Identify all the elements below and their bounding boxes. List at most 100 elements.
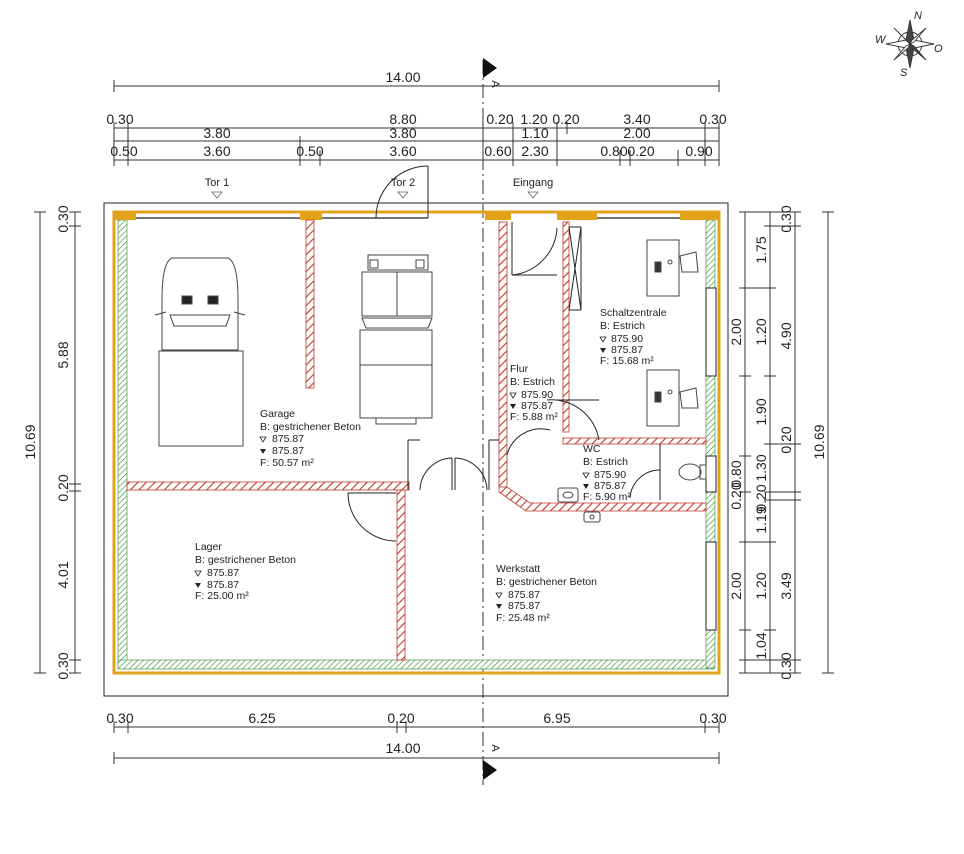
dim-top-r2-3: 2.00 [623,125,650,141]
room-area: F: 15.68 m² [600,355,654,367]
room-name: Lager [195,541,222,553]
dim-right-outer-4: 0.30 [778,652,794,679]
dim-top-r1-5: 3.40 [623,111,650,127]
dim-right-mid-6: 1.20 [753,572,769,599]
dim-top-r2-2: 1.10 [521,125,548,141]
dim-right-extra: 0.20 [728,482,744,509]
dim-right-outer-3: 3.49 [778,572,794,599]
outer-walls [103,202,729,697]
dim-bottom-2: 0.20 [387,710,414,726]
dim-left-1: 5.88 [55,341,71,368]
dim-top-r3-4: 0.60 [484,143,511,159]
dim-left-total: 10.69 [22,424,38,459]
dim-right-mid-2: 1.90 [753,398,769,425]
interior-walls [126,219,707,661]
sink-symbol [557,487,601,523]
room-floor: B: Estrich [510,376,555,388]
compass-south: S [900,67,908,79]
compass-west: W [875,34,887,46]
room-area: F: 5.90 m² [583,491,631,503]
dim-bottom-0: 0.30 [106,710,133,726]
gate1-label: Tor 1 [205,177,229,189]
section-label-top: A [489,80,501,88]
room-werkstatt: Werkstatt B: gestrichener Beton 875.87 8… [495,563,597,624]
dim-right-inner-2: 2.00 [728,572,744,599]
truck-symbol [359,254,433,425]
section-line-a [482,58,497,785]
dim-right-mid-7: 1.04 [753,632,769,659]
room-area: F: 5.88 m² [510,411,558,423]
dim-right-mid-5: 1.19 [753,506,769,533]
room-level-bottom: 875.87 [611,344,643,356]
entrance-label: Eingang [513,177,553,189]
toilet-symbol [678,463,707,481]
room-area: F: 25.48 m² [496,612,550,624]
room-floor: B: Estrich [600,320,645,332]
room-level-bottom: 875.87 [272,445,304,457]
dim-top-r1-6: 0.30 [699,111,726,127]
room-garage: Garage B: gestrichener Beton 875.87 875.… [259,408,361,469]
room-level-top: 875.87 [272,433,304,445]
dim-left-0: 0.30 [55,205,71,232]
dim-right-total: 10.69 [811,424,827,459]
room-floor: B: gestrichener Beton [260,421,361,433]
dim-right-mid-1: 1.20 [753,318,769,345]
room-floor: B: Estrich [583,456,628,468]
room-level-top: 875.87 [207,567,239,579]
dim-top-r1-1: 8.80 [389,111,416,127]
dim-top-r3-0: 0.50 [110,143,137,159]
dim-top-r2-0: 3.80 [203,125,230,141]
room-level-top: 875.90 [594,469,626,481]
dim-top-r1-3: 1.20 [520,111,547,127]
dim-top-r3-8: 0.90 [685,143,712,159]
room-name: Schaltzentrale [600,307,667,319]
compass-rose-icon [885,19,935,69]
room-area: F: 25.00 m² [195,590,249,602]
desk-2 [646,369,699,427]
room-level-top: 875.90 [521,389,553,401]
dim-left-3: 4.01 [55,561,71,588]
dim-right-mid-0: 1.75 [753,236,769,263]
room-name: Garage [260,408,295,420]
dim-right-mid-3: 1.30 [753,454,769,481]
room-level-bottom: 875.87 [207,579,239,591]
room-area: F: 50.57 m² [260,457,314,469]
room-floor: B: gestrichener Beton [496,576,597,588]
compass-east: O [934,43,943,55]
room-schaltzentrale: Schaltzentrale B: Estrich 875.90 875.87 … [599,307,667,367]
dim-right-inner-1: 0.80 [728,460,744,487]
dim-right-mid-4: 0.20 [753,484,769,511]
dim-left-4: 0.30 [55,652,71,679]
gate2-label: Tor 2 [391,177,415,189]
section-label-bottom: A [489,744,501,752]
desk-1 [646,239,699,297]
dim-left-2: 0.20 [55,474,71,501]
door-swings [347,165,661,542]
dim-top-r1-4: 0.20 [552,111,579,127]
car-symbol [154,257,246,447]
dim-top-r1-2: 0.20 [486,111,513,127]
dim-right-inner-0: 2.00 [728,318,744,345]
dim-top-r3-2: 0.50 [296,143,323,159]
dim-right-outer-1: 4.90 [778,322,794,349]
dim-top-r3-7: 0.20 [627,143,654,159]
opening-markers [211,191,539,199]
compass-north: N [914,10,922,22]
dim-top-r3-5: 2.30 [521,143,548,159]
dim-right-outer-2: 0.20 [778,426,794,453]
dim-top-r3-3: 3.60 [389,143,416,159]
dim-top-r3-6: 0.80 [600,143,627,159]
dim-top-r1-0: 0.30 [106,111,133,127]
room-level-bottom: 875.87 [508,600,540,612]
room-name: Flur [510,363,529,375]
room-level-top: 875.87 [508,589,540,601]
dim-top-r2-1: 3.80 [389,125,416,141]
dim-bottom-total: 14.00 [385,740,420,756]
room-level-top: 875.90 [611,333,643,345]
door-jambs [407,222,582,490]
room-level-bottom: 875.87 [594,480,626,492]
room-name: Werkstatt [496,563,540,575]
dimension-lines [34,80,834,764]
dim-top-total: 14.00 [385,69,420,85]
